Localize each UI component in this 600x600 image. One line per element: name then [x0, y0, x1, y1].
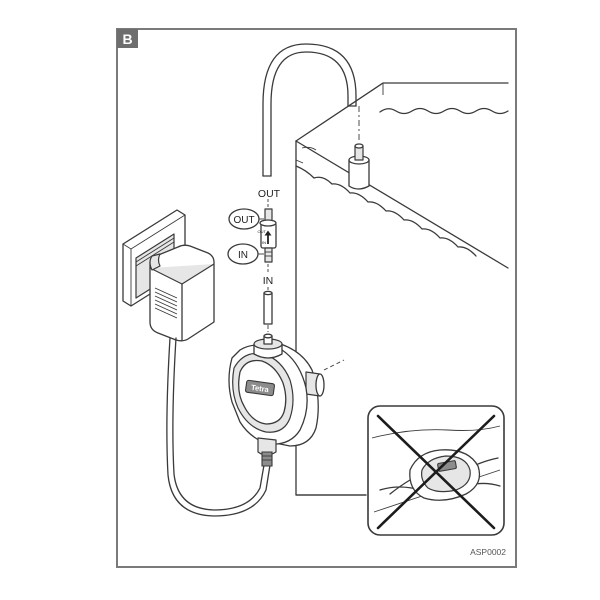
warning-inset: [367, 405, 505, 536]
panel-letter: B: [122, 31, 132, 47]
figure-code: ASP0002: [470, 547, 506, 557]
callout-out-label: OUT: [233, 215, 254, 226]
air-outlet-fitting: [348, 106, 370, 190]
pump-brand-logo: Tetra: [250, 383, 270, 395]
air-tube-in: [263, 290, 273, 325]
power-cable: [166, 337, 271, 517]
callout-in-label: IN: [238, 250, 248, 261]
air-pump: Tetra: [228, 333, 345, 467]
check-valve: OUT IN: [258, 208, 277, 263]
panel-badge: B: [117, 29, 138, 48]
valve-in-mark: IN: [262, 240, 266, 245]
in-tube-label: IN: [263, 275, 274, 287]
out-tube-label: OUT: [258, 188, 281, 200]
callout-out: OUT: [228, 208, 264, 230]
adapter-vent-grille: [154, 287, 178, 319]
callout-in: IN: [227, 243, 264, 265]
valve-out-mark: OUT: [258, 229, 267, 234]
figure-frame: [116, 28, 517, 568]
water-surface-back: [379, 107, 509, 115]
power-adapter: [149, 244, 215, 342]
aquarium-tank: [295, 82, 509, 496]
air-tube-out: [262, 43, 357, 177]
water-surface-front: [295, 165, 477, 257]
